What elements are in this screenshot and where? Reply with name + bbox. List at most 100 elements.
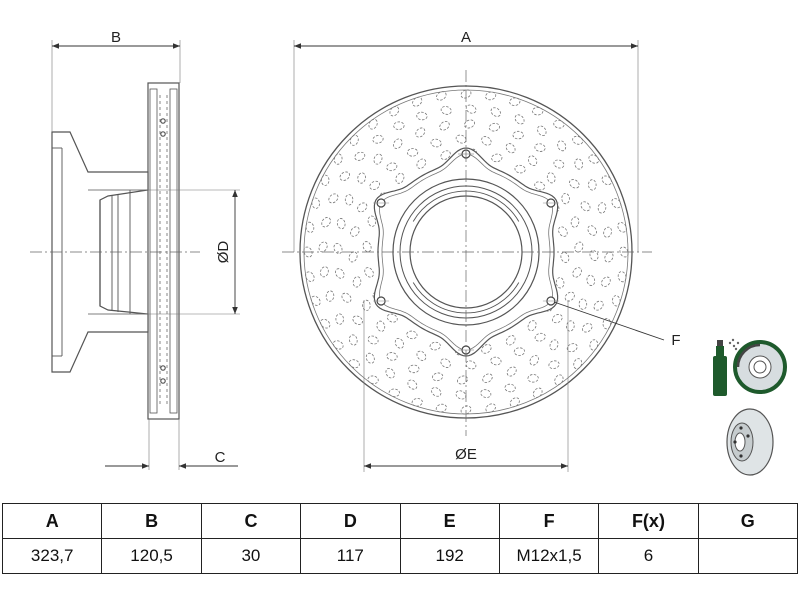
spec-header-c: C: [200, 503, 302, 539]
disc-hole: [574, 158, 583, 170]
disc-hole: [548, 360, 560, 369]
disc-hole: [482, 373, 493, 383]
disc-hole: [593, 300, 604, 311]
disc-hole: [569, 179, 580, 189]
disc-hole: [532, 387, 543, 398]
spec-value-f: M12x1,5: [498, 538, 600, 574]
dim-label-f: F: [671, 332, 680, 349]
spec-value-d: 117: [300, 538, 401, 574]
spec-value-row: 323,7 120,5 30 117 192 M12x1,5 6: [1, 538, 799, 574]
disc-hole: [504, 383, 516, 393]
disc-hole: [480, 389, 492, 398]
disc-hole: [336, 218, 346, 230]
spec-value-g: [697, 538, 799, 574]
disc-hole: [431, 387, 442, 397]
disc-hole: [348, 359, 360, 369]
disc-hole: [362, 299, 371, 311]
disc-hole: [513, 347, 525, 356]
disc-hole: [439, 121, 450, 131]
disc-hole: [354, 151, 366, 161]
disc-hole: [611, 198, 622, 209]
spec-value-fx: 6: [598, 538, 699, 574]
disc-hole: [465, 104, 477, 114]
side-section-view: [51, 82, 180, 420]
disc-hole: [546, 172, 556, 184]
disc-hole: [534, 332, 546, 342]
spec-header-f: F: [498, 503, 600, 539]
disc-hole: [460, 405, 472, 415]
disc-hole: [328, 193, 339, 204]
disc-hole: [407, 379, 418, 390]
disc-hole: [411, 398, 423, 407]
disc-hole: [432, 372, 444, 382]
disc-hole: [339, 171, 351, 181]
disc-hole: [394, 337, 404, 349]
brake-disc-angled-icon: [726, 408, 774, 476]
disc-hole: [551, 314, 563, 324]
disc-hole: [527, 374, 539, 383]
disc-hole: [303, 246, 313, 258]
dim-label-c: C: [215, 449, 226, 466]
disc-hole: [364, 267, 374, 278]
disc-hole: [305, 221, 315, 233]
disc-hole: [578, 298, 588, 310]
spec-header-fx: F(x): [598, 503, 699, 539]
dim-label-b: B: [111, 29, 121, 46]
disc-hole: [393, 121, 405, 130]
brake-disc-front-icon: [733, 340, 787, 394]
disc-hole: [572, 267, 582, 278]
disc-hole: [465, 360, 477, 370]
disc-hole: [372, 135, 384, 144]
disc-hole: [602, 318, 612, 330]
spec-value-a: 323,7: [1, 538, 103, 574]
disc-hole: [321, 217, 331, 228]
disc-hole: [528, 155, 538, 167]
disc-hole: [460, 89, 472, 99]
spec-header-g: G: [697, 503, 799, 539]
disc-hole: [509, 97, 521, 106]
disc-hole: [457, 375, 468, 385]
disc-hole: [586, 274, 596, 286]
disc-hole: [429, 341, 441, 351]
spray-paint-icon: [713, 338, 740, 396]
disc-hole: [557, 140, 567, 152]
disc-hole: [514, 164, 526, 174]
disc-hole: [318, 241, 328, 253]
disc-hole: [349, 334, 358, 346]
disc-hole: [367, 375, 379, 385]
technical-drawing: A B C ØD ØE F: [30, 29, 787, 476]
disc-hole: [529, 355, 539, 366]
disc-hole: [407, 148, 419, 157]
disc-hole: [505, 335, 516, 346]
disc-hole: [412, 96, 423, 107]
disc-hole: [357, 172, 366, 184]
disc-hole: [485, 91, 497, 101]
disc-hole: [335, 268, 345, 279]
disc-hole: [352, 315, 363, 325]
disc-hole: [573, 358, 583, 370]
disc-hole: [415, 127, 426, 138]
dim-label-d: ØD: [215, 241, 232, 264]
disc-hole: [348, 251, 358, 263]
disc-hole: [555, 277, 565, 289]
disc-front-view: [299, 85, 633, 419]
disc-hole: [320, 318, 331, 329]
disc-hole: [386, 352, 398, 361]
disc-hole: [485, 403, 496, 413]
disc-hole: [388, 388, 400, 398]
disc-hole: [491, 153, 503, 163]
disc-hole: [416, 350, 427, 361]
disc-hole: [549, 339, 559, 351]
disc-hole: [490, 356, 502, 366]
disc-hole: [349, 134, 359, 146]
disc-hole: [430, 138, 442, 148]
disc-hole: [464, 119, 475, 129]
disc-hole: [333, 243, 343, 254]
disc-hole: [455, 390, 467, 400]
disc-hole: [357, 202, 368, 213]
disc-hole: [537, 125, 547, 137]
disc-hole: [408, 364, 420, 374]
disc-hole: [335, 313, 344, 325]
disc-hole: [553, 119, 565, 129]
disc-hole: [527, 320, 537, 332]
